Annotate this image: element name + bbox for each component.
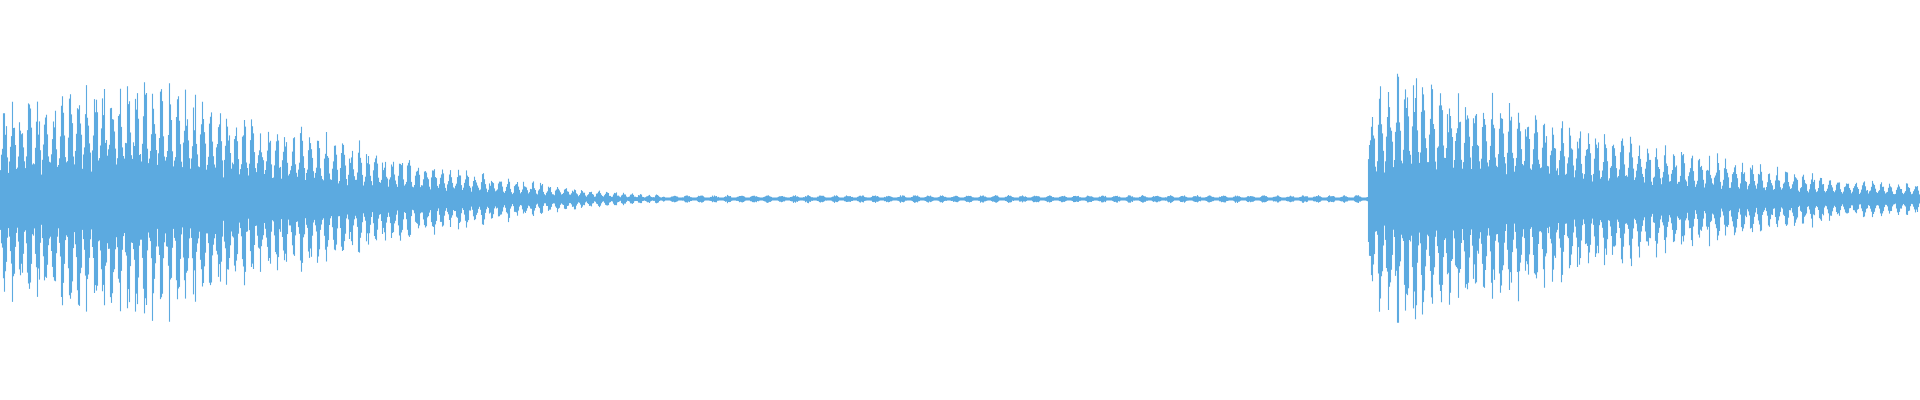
waveform-bars: [0, 73, 1920, 323]
